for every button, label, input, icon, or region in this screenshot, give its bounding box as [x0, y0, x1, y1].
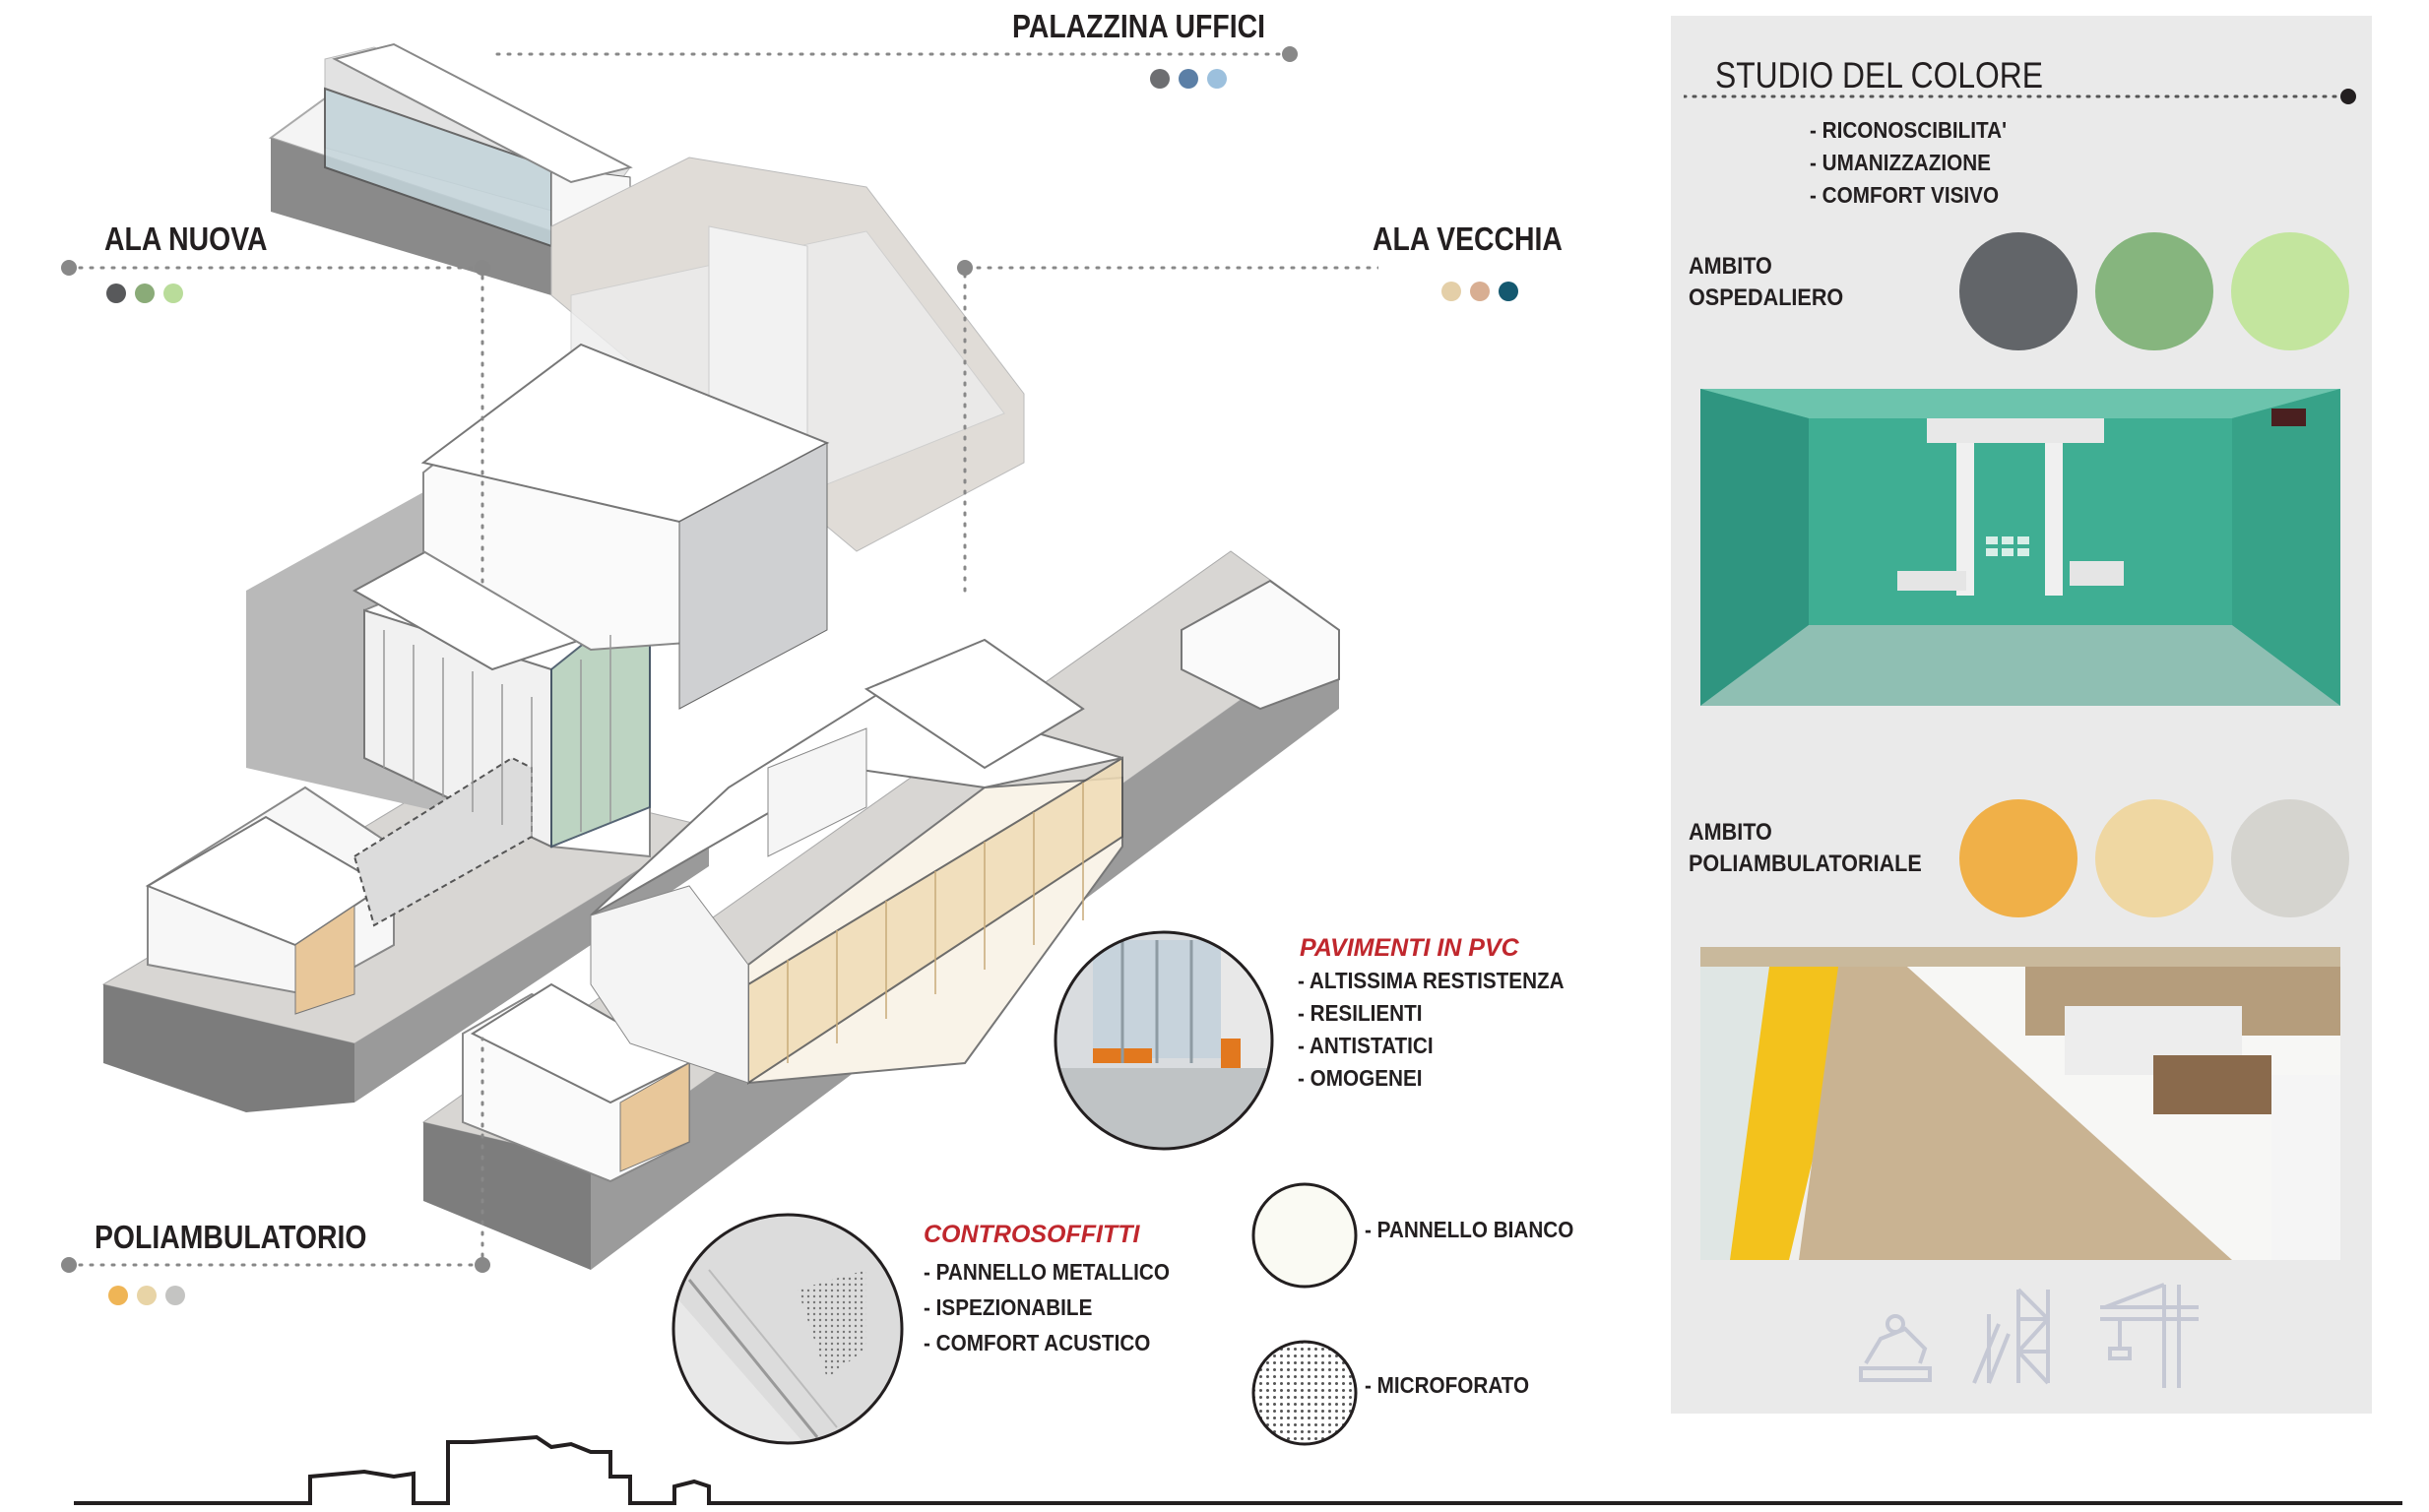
color-dot: [135, 284, 155, 303]
list-item: ANTISTATICI: [1298, 1030, 1565, 1062]
list-item: RESILIENTI: [1298, 997, 1565, 1030]
pannello-bianco-swatch: [1251, 1182, 1358, 1289]
controsoffitti-photo-circle: [671, 1213, 904, 1445]
color-dot: [1179, 69, 1198, 89]
list-item: UMANIZZAZIONE: [1810, 147, 2007, 179]
color-dot: [1470, 282, 1490, 301]
pavimenti-title: PAVIMENTI IN PVC: [1300, 934, 1519, 962]
scaffolding-icon: [1972, 1288, 2050, 1385]
list-item: ISPEZIONABILE: [924, 1290, 1170, 1325]
color-dot: [1441, 282, 1461, 301]
controsoffitti-list: PANNELLO METALLICO ISPEZIONABILE COMFORT…: [924, 1254, 1170, 1360]
color-swatch: [2095, 232, 2213, 350]
studio-colore-title: STUDIO DEL COLORE: [1715, 55, 2043, 95]
list-item: COMFORT VISIVO: [1810, 179, 2007, 212]
skyline-extension: [1378, 1501, 2402, 1505]
crane-icon: [2100, 1283, 2199, 1388]
color-dot: [1207, 69, 1227, 89]
controsoffitti-title: CONTROSOFFITTI: [924, 1221, 1140, 1248]
ala-nuova-block: [101, 343, 830, 1112]
ala-vecchia-title: ALA VECCHIA: [1373, 220, 1563, 257]
skyline-line: [74, 1434, 1378, 1505]
list-item: RICONOSCIBILITA': [1810, 114, 2007, 147]
palazzina-uffici-label: PALAZZINA UFFICI: [1012, 8, 1307, 45]
operating-room-photo: [1700, 389, 2340, 706]
axonometric-drawing: [61, 42, 1378, 1505]
pavimenti-photo-circle: [1054, 930, 1274, 1151]
studio-colore-list: RICONOSCIBILITA' UMANIZZAZIONE COMFORT V…: [1810, 114, 2007, 212]
color-swatch: [2095, 799, 2213, 917]
color-dot: [1499, 282, 1518, 301]
palazzina-uffici-dots: [1150, 69, 1227, 89]
ambito-poliambulatoriale-label: AMBITO POLIAMBULATORIALE: [1689, 819, 1922, 877]
list-item: ALTISSIMA RESTISTENZA: [1298, 965, 1565, 997]
palazzina-uffici-title: PALAZZINA UFFICI: [1012, 8, 1265, 44]
color-swatch: [1959, 232, 2077, 350]
poliambulatorio-title: POLIAMBULATORIO: [95, 1219, 367, 1255]
color-dot: [165, 1286, 185, 1305]
poliambulatorio-dots: [108, 1286, 185, 1305]
ala-vecchia-dots: [1441, 282, 1518, 301]
color-swatch: [2231, 232, 2349, 350]
pavimenti-list: ALTISSIMA RESTISTENZA RESILIENTI ANTISTA…: [1298, 965, 1565, 1095]
building-site-icon: [1859, 1314, 1932, 1382]
palazzina-uffici-block: [268, 42, 633, 295]
ala-nuova-dots: [106, 284, 183, 303]
color-swatch: [2231, 799, 2349, 917]
list-item: OMOGENEI: [1298, 1062, 1565, 1095]
pannello-bianco-label: - PANNELLO BIANCO: [1365, 1217, 1574, 1242]
color-dot: [137, 1286, 157, 1305]
ala-nuova-title: ALA NUOVA: [104, 220, 268, 257]
list-item: COMFORT ACUSTICO: [924, 1325, 1170, 1360]
color-dot: [106, 284, 126, 303]
color-dot: [163, 284, 183, 303]
microforato-swatch: [1251, 1340, 1358, 1446]
color-dot: [1150, 69, 1170, 89]
list-item: PANNELLO METALLICO: [924, 1254, 1170, 1290]
color-swatch: [1959, 799, 2077, 917]
microforato-label: - MICROFORATO: [1365, 1372, 1530, 1398]
studio-colore-rule: [1684, 89, 2356, 104]
ambito-ospedaliero-label: AMBITO OSPEDALIERO: [1689, 253, 1844, 311]
waiting-area-photo: [1700, 947, 2340, 1260]
color-dot: [108, 1286, 128, 1305]
